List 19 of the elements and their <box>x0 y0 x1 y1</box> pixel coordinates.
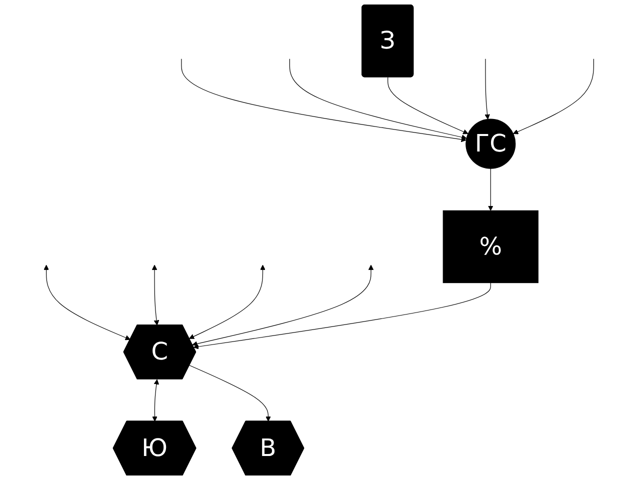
arrow <box>192 264 374 346</box>
arrow <box>181 58 466 142</box>
arrow <box>289 58 467 140</box>
node-shape: ГС <box>466 118 516 169</box>
arrow <box>152 379 160 422</box>
node-shape: В <box>232 420 304 476</box>
arrow <box>513 58 594 134</box>
node-shape: З <box>362 4 414 78</box>
arrow <box>152 264 160 326</box>
node-shape: С <box>123 324 196 380</box>
node-shape: Ю <box>112 420 196 476</box>
arrow <box>488 168 494 211</box>
arrow <box>484 58 490 120</box>
arrow <box>44 264 130 340</box>
arrow <box>388 76 468 134</box>
arrow <box>189 264 266 339</box>
node-shape: % <box>442 210 538 284</box>
arrow <box>193 282 491 350</box>
arrow <box>189 365 271 422</box>
